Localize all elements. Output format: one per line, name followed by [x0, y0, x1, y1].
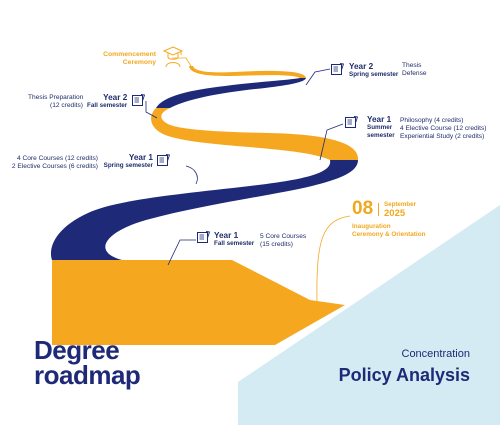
date-divider [378, 203, 379, 216]
milestone-y1-spring-details: 4 Core Courses (12 credits) 2 Elective C… [11, 155, 98, 170]
book-icon [345, 116, 358, 128]
leader-line-y2-fall [145, 101, 158, 119]
leader-line-commencement [172, 57, 192, 67]
milestone-y1-summer: Year 1 Summer semester [367, 115, 395, 139]
leader-line-inauguration [316, 215, 351, 304]
milestone-y2-fall-details: Thesis Preparation (12 credits) [28, 94, 84, 109]
start-month: September [384, 201, 416, 208]
commencement-label: Commencement Ceremony [103, 51, 156, 66]
road-segment-fall-y2 [156, 78, 306, 108]
road-segment-summer-y1 [151, 108, 359, 160]
milestone-y1-spring: Year 1 Spring semester [103, 153, 153, 169]
start-day: 08 [352, 198, 374, 219]
book-icon [197, 231, 210, 243]
milestone-y1-fall: Year 1 Fall semester [214, 231, 255, 247]
milestone-y1-summer-details: Philosophy (4 credits) 4 Elective Course… [400, 117, 487, 140]
leader-line-y1-fall [167, 239, 196, 266]
leader-line-y1-spring [185, 165, 198, 185]
start-year: 2025 [384, 208, 406, 219]
inauguration-label: Inauguration Ceremony & Orientation [352, 223, 426, 238]
road-segment-spring-y1 [50, 160, 359, 260]
background-triangle [238, 205, 500, 425]
book-icon [157, 154, 170, 166]
milestone-y2-spring: Year 2 Spring semester [349, 62, 399, 78]
concentration-name: Policy Analysis [338, 365, 470, 385]
graduate-icon [163, 46, 183, 68]
road-segment-spring-y2 [189, 66, 306, 78]
leader-line-y1-summer [319, 123, 344, 161]
book-icon [132, 94, 145, 106]
milestone-y2-fall: Year 2 Fall semester [87, 93, 128, 109]
concentration-label: Concentration [401, 348, 471, 360]
road-segment-fall-y1 [52, 260, 345, 345]
milestone-y2-spring-details: Thesis Defense [402, 62, 427, 77]
leader-line-y2-spring [305, 68, 331, 86]
page-title: Degree roadmap [34, 335, 141, 390]
book-icon [331, 63, 344, 75]
milestone-y1-fall-details: 5 Core Courses (15 credits) [260, 233, 307, 248]
